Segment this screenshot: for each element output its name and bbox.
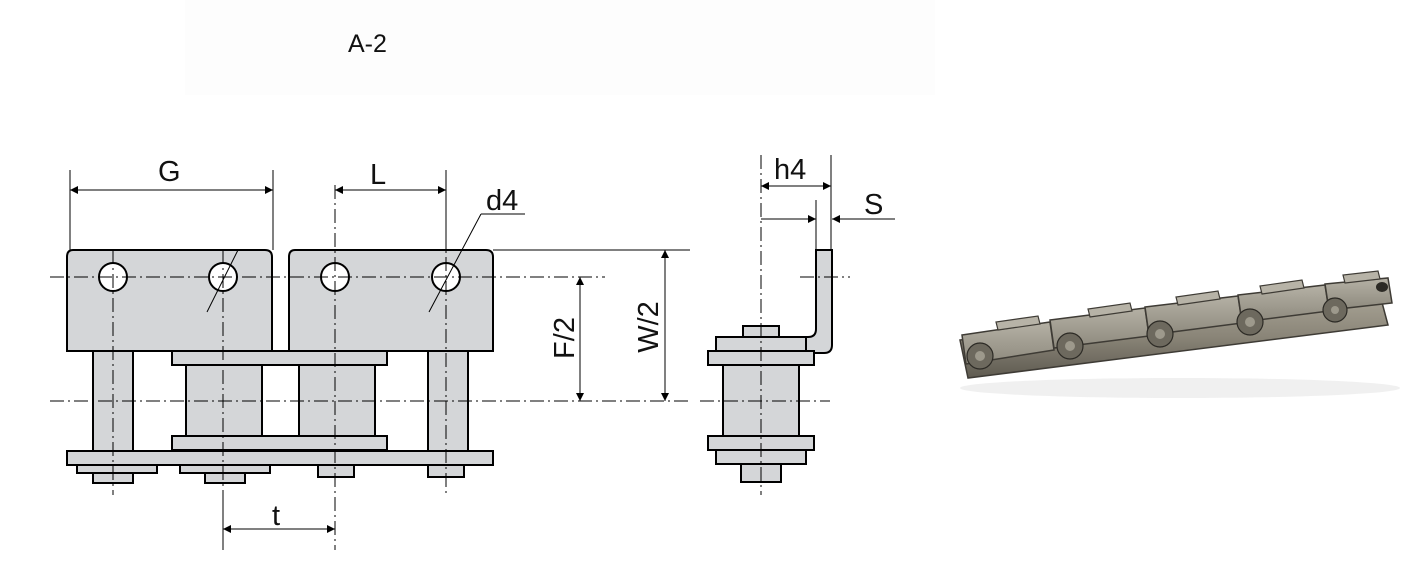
attachment-plate-right — [288, 249, 494, 352]
side-view — [700, 155, 895, 495]
attachment-plate-left — [66, 249, 273, 352]
chain-photo — [959, 270, 1400, 398]
label-f-half: F/2 — [549, 317, 581, 359]
roller-chain-image — [959, 270, 1400, 398]
header-band — [185, 0, 935, 95]
pin-washer-1 — [76, 464, 158, 474]
inner-plate-bottom — [171, 435, 388, 451]
technical-drawing: G L d4 t h4 S F/2 W/2 — [50, 154, 895, 550]
inner-plate-top — [171, 350, 388, 366]
label-h4: h4 — [774, 154, 806, 186]
label-w-half: W/2 — [633, 301, 665, 353]
label-s: S — [864, 189, 883, 221]
label-l: L — [370, 159, 386, 191]
label-d4: d4 — [486, 185, 518, 217]
pin-head-3 — [317, 464, 355, 478]
bottom-link-plate — [66, 450, 494, 466]
label-t: t — [272, 500, 280, 532]
pin-washer-2 — [179, 464, 271, 474]
figure-title: A-2 — [348, 30, 387, 58]
label-g: G — [158, 156, 181, 188]
front-view — [50, 170, 690, 550]
